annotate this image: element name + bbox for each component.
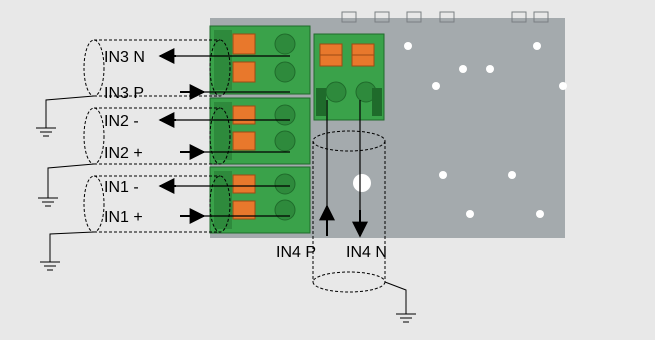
label-in3n: IN3 N <box>104 49 145 66</box>
ground-icon <box>36 127 56 137</box>
ground-wires-left <box>45 95 95 262</box>
signal-wires-left <box>176 55 290 217</box>
label-in2m: IN2 - <box>104 113 139 130</box>
connector-block-in4 <box>313 33 385 121</box>
panel-mounting-holes <box>353 42 567 218</box>
ground-icon <box>396 313 416 323</box>
panel-top-notches <box>341 11 549 23</box>
label-in4p: IN4 P <box>276 244 316 261</box>
label-in1p: IN1 + <box>104 209 143 226</box>
ground-wire-in4 <box>384 281 407 314</box>
label-in4n: IN4 N <box>346 244 387 261</box>
label-in2p: IN2 + <box>104 145 143 162</box>
label-in1m: IN1 - <box>104 179 139 196</box>
shield-in1 <box>83 175 231 233</box>
connector-block-in3 <box>209 25 311 95</box>
label-in3p: IN3 P <box>104 85 144 102</box>
connector-block-in1 <box>209 166 311 234</box>
ground-icon <box>40 261 60 271</box>
ground-icon <box>38 197 58 207</box>
connector-block-in2 <box>209 97 311 165</box>
